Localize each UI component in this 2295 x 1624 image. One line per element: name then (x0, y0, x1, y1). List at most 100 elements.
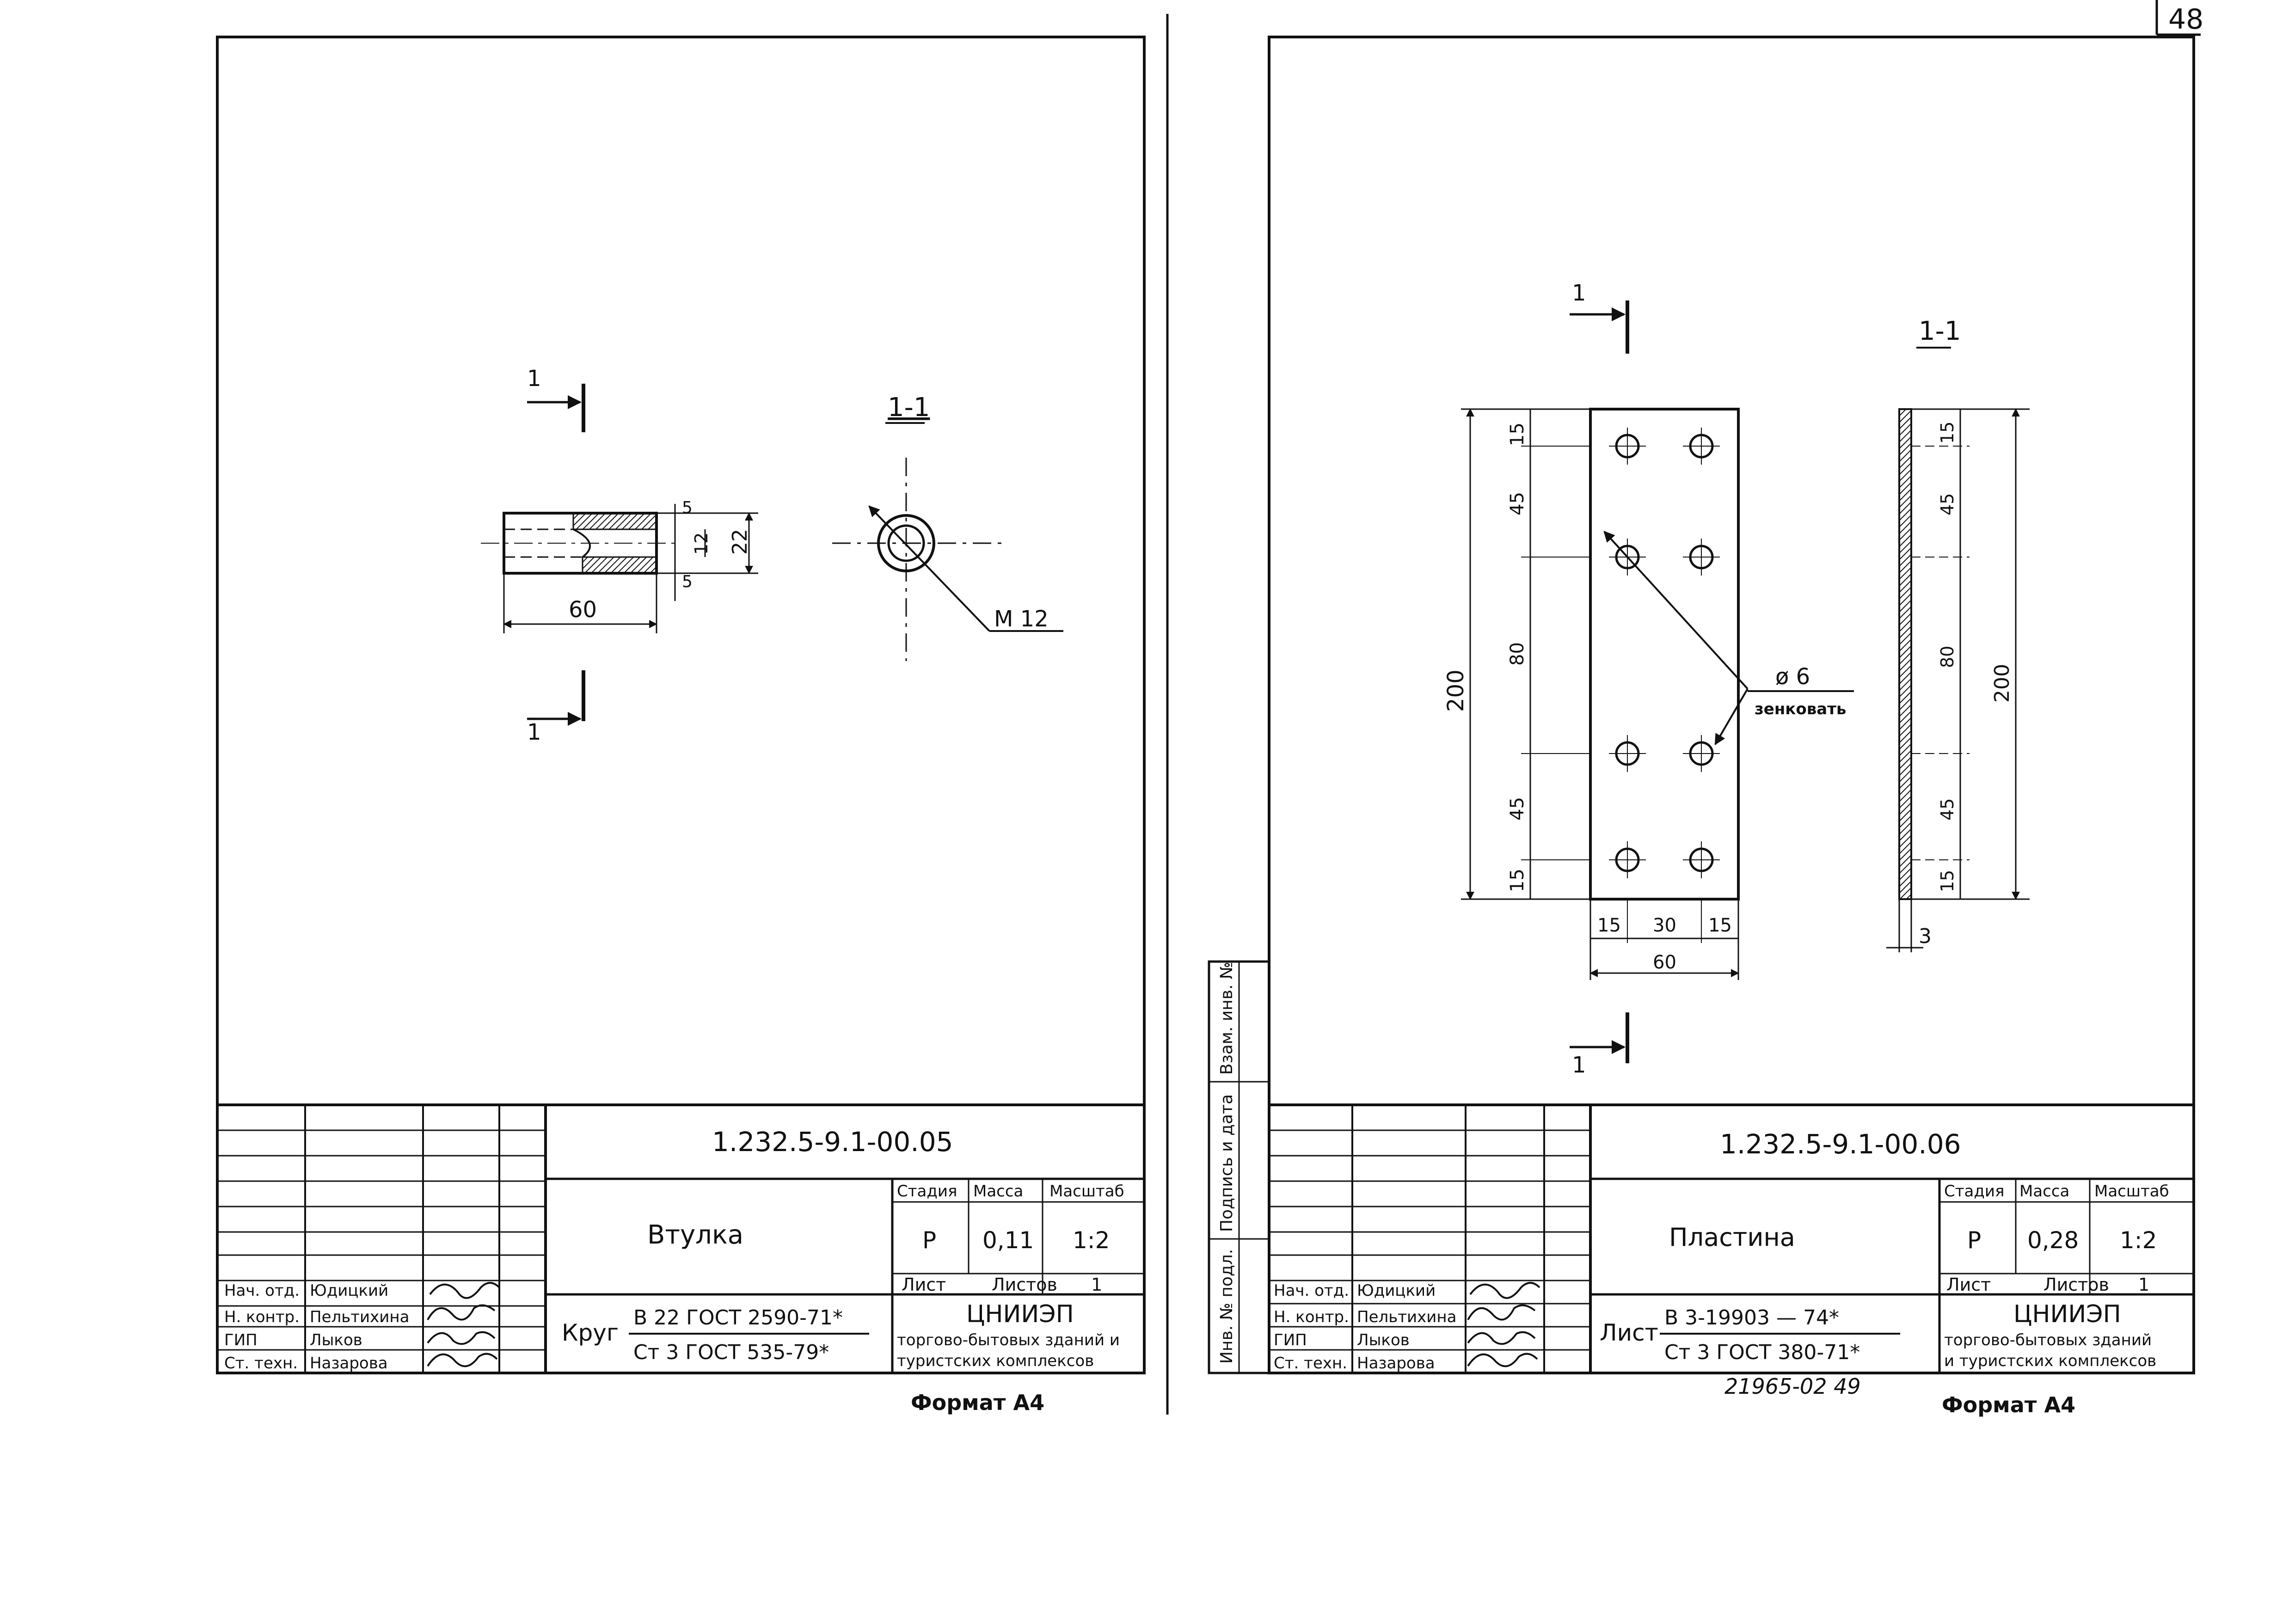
scale-value: 1:2 (1073, 1227, 1110, 1254)
dim-pitch-mid: 80 (1507, 642, 1528, 666)
dim-wall-top: 5 (682, 498, 693, 517)
dim-edge-x-right: 15 (1708, 915, 1732, 936)
left-title-block: 1.232.5-9.1-00.05 Втулка Стадия Масса Ма… (216, 1103, 1146, 1374)
section-pitch-top: 45 (1937, 493, 1958, 515)
role-4: Ст. техн. (1274, 1354, 1347, 1373)
bushing-section-view: 1-1 М 12 (832, 392, 1063, 661)
section-label: 1-1 (1919, 316, 1961, 346)
stamp-inv-original: Инв. № подл. (1217, 1249, 1236, 1364)
thread-label: М 12 (994, 606, 1049, 632)
dim-length: 60 (569, 597, 597, 623)
side-stamp: Инв. № подл. Подпись и дата Взам. инв. № (1208, 960, 1270, 1374)
dim-wall-bottom: 5 (682, 572, 693, 591)
role-1: Нач. отд. (1274, 1281, 1349, 1300)
name-4: Назарова (310, 1354, 388, 1373)
left-sheet: 1 1 60 22 12 5 (216, 36, 1146, 1415)
role-1: Нач. отд. (224, 1281, 300, 1300)
right-title-block: 1.232.5-9.1-00.06 Пластина Стадия Масса … (1268, 1103, 2195, 1374)
hole (1683, 539, 1720, 576)
material-top: В 22 ГОСТ 2590-71* (633, 1306, 843, 1330)
drawing-code: 1.232.5-9.1-00.05 (712, 1126, 953, 1158)
section-top-edge: 15 (1937, 422, 1958, 444)
hole (1683, 735, 1720, 772)
format-label: Формат А4 (911, 1390, 1044, 1415)
drawing-code: 1.232.5-9.1-00.06 (1720, 1128, 1961, 1160)
cut-mark-number: 1 (527, 719, 541, 745)
section-pitch-mid: 80 (1937, 646, 1958, 668)
plate-section-view: 1-1 200 15 45 80 45 15 3 (1886, 316, 2030, 952)
org-line-3: туристских комплексов (897, 1352, 1094, 1370)
hole (1609, 841, 1646, 878)
dim-height: 200 (1443, 669, 1469, 712)
dim-bore: 12 (691, 533, 712, 555)
mass-header: Масса (2019, 1182, 2069, 1201)
sheets-count: 1 (2138, 1275, 2149, 1295)
hole-diameter-label: ø 6 (1775, 664, 1810, 690)
cut-mark-number: 1 (527, 366, 541, 392)
material-kind: Круг (562, 1319, 619, 1346)
archive-number: 21965-02 49 (1724, 1374, 1861, 1399)
role-3: ГИП (224, 1331, 258, 1349)
scale-value: 1:2 (2120, 1227, 2157, 1254)
signatures (427, 1282, 500, 1367)
dim-hole-spacing-x: 30 (1653, 915, 1676, 936)
cut-mark-number: 1 (1572, 280, 1586, 306)
page-number: 48 (2168, 3, 2203, 36)
dim-width: 60 (1653, 952, 1676, 973)
mass-value: 0,28 (2027, 1227, 2079, 1254)
mass-header: Масса (973, 1182, 1023, 1201)
stage-value: Р (1967, 1227, 1981, 1254)
holes (1609, 428, 1720, 878)
role-4: Ст. техн. (224, 1354, 298, 1373)
dim-pitch-bottom: 45 (1507, 797, 1528, 821)
scale-header: Масштаб (2094, 1182, 2169, 1201)
dim-edge-y-bottom: 15 (1507, 869, 1528, 892)
part-name: Втулка (647, 1220, 743, 1250)
dim-outer-diameter: 22 (728, 529, 752, 555)
sheet-label: Лист (902, 1275, 946, 1295)
stage-header: Стадия (897, 1182, 957, 1201)
org-name: ЦНИИЭП (2013, 1300, 2121, 1328)
section-height: 200 (1990, 664, 2014, 703)
org-line-2: торгово-бытовых зданий и (897, 1331, 1120, 1349)
right-frame (1268, 36, 2195, 1374)
name-3: Лыков (310, 1331, 362, 1349)
name-2: Пельтихина (1357, 1308, 1456, 1326)
role-3: ГИП (1274, 1331, 1307, 1349)
name-1: Юдицкий (1357, 1281, 1436, 1300)
material-top: В 3-19903 — 74* (1664, 1306, 1839, 1330)
left-frame (216, 36, 1146, 1374)
sheet-label: Лист (1946, 1275, 1991, 1295)
org-line-3: и туристских комплексов (1944, 1352, 2156, 1370)
role-2: Н. контр. (224, 1308, 300, 1326)
scale-header: Масштаб (1049, 1182, 1124, 1201)
org-name: ЦНИИЭП (966, 1300, 1074, 1328)
material-bottom: Ст 3 ГОСТ 380-71* (1664, 1341, 1860, 1364)
material-bottom: Ст 3 ГОСТ 535-79* (633, 1341, 829, 1364)
mass-value: 0,11 (982, 1227, 1034, 1254)
name-2: Пельтихина (310, 1308, 409, 1326)
left-cut-mark-top: 1 (527, 366, 585, 432)
dim-thickness: 3 (1919, 925, 1932, 948)
signatures (1467, 1282, 1540, 1367)
left-cut-mark-bottom: 1 (527, 670, 585, 745)
right-cut-mark-bottom: 1 (1570, 1012, 1629, 1078)
hole (1683, 428, 1720, 465)
stamp-replace-inv: Взам. инв. № (1217, 962, 1236, 1075)
plate-front-view: ø 6 зенковать 200 15 45 80 45 15 15 30 (1443, 408, 1854, 980)
dim-pitch-top: 45 (1507, 492, 1528, 515)
page-number-box: 48 (2155, 0, 2203, 36)
sheets-count: 1 (1091, 1275, 1102, 1295)
name-4: Назарова (1357, 1354, 1435, 1373)
material-kind: Лист (1600, 1319, 1658, 1346)
dim-edge-y-top: 15 (1507, 423, 1528, 446)
org-line-2: торгово-бытовых зданий (1944, 1331, 2152, 1349)
name-3: Лыков (1357, 1331, 1410, 1349)
hole (1609, 735, 1646, 772)
section-label: 1-1 (888, 392, 930, 423)
hole (1609, 428, 1646, 465)
dim-edge-x-left: 15 (1597, 915, 1621, 936)
section-bottom-edge: 15 (1937, 870, 1958, 892)
cut-mark-number: 1 (1572, 1052, 1586, 1078)
